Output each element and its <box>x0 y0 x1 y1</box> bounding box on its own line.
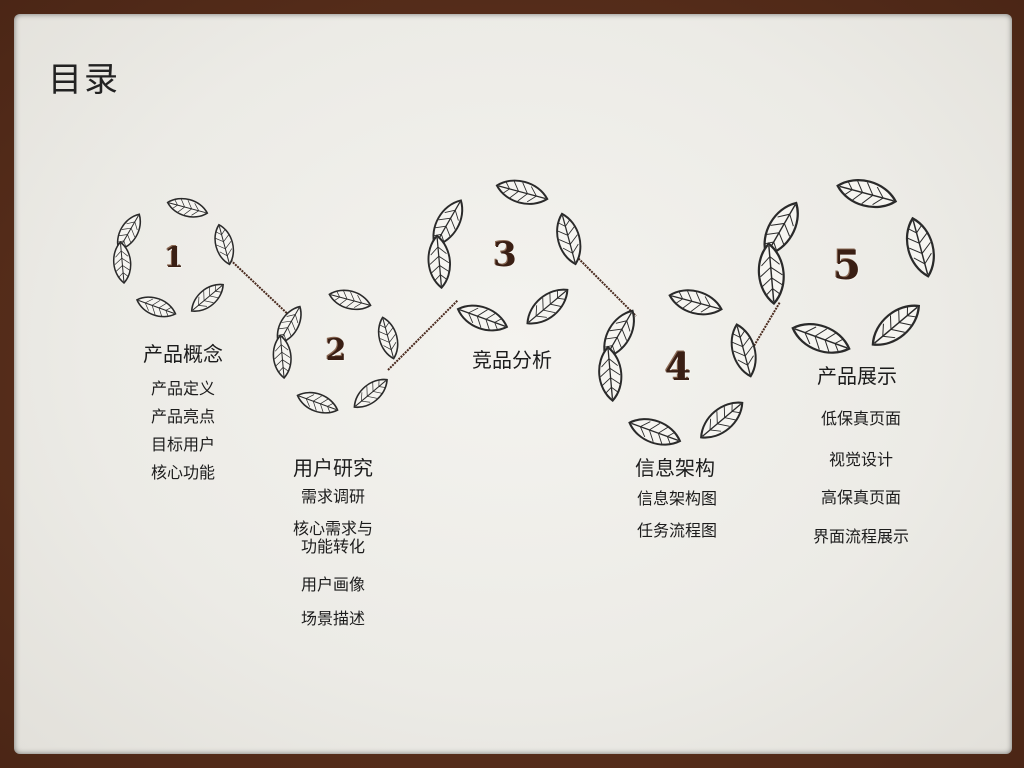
section-number-1: 1 <box>164 240 184 274</box>
leaf-icon <box>833 172 901 215</box>
section-number-5: 5 <box>833 242 861 290</box>
leaf-icon <box>185 277 230 319</box>
section-1-item: 目标用户 <box>150 435 216 454</box>
section-1-item: 核心功能 <box>150 463 216 482</box>
section-title-4: 信息架构 <box>635 456 715 480</box>
paper-background <box>14 14 1012 754</box>
section-5-item: 视觉设计 <box>828 450 894 469</box>
section-5-item: 低保真页面 <box>820 409 902 428</box>
leaf-icon <box>550 209 587 268</box>
leaf-icon <box>755 241 788 306</box>
section-title-3: 竞品分析 <box>472 348 552 372</box>
leaf-icon <box>164 193 211 223</box>
leaf-icon <box>519 280 576 333</box>
leaf-icon <box>425 233 454 290</box>
leaf-icon <box>209 221 239 268</box>
section-2-item: 场景描述 <box>300 609 366 628</box>
leaf-icon <box>624 411 685 453</box>
leaf-icon <box>293 386 342 420</box>
section-5-item: 高保真页面 <box>820 488 902 507</box>
leaf-icon <box>453 298 512 339</box>
leaf-icon <box>111 240 134 285</box>
section-2-item: 核心需求与 功能转化 <box>292 519 374 556</box>
section-title-1: 产品概念 <box>143 342 223 366</box>
leaf-icon <box>326 284 374 315</box>
leaf-icon <box>693 393 751 447</box>
section-4-item: 任务流程图 <box>636 521 718 540</box>
leaf-icon <box>373 314 404 362</box>
section-number-2: 2 <box>325 333 347 369</box>
section-title-2: 用户研究 <box>293 456 373 480</box>
section-4-item: 信息架构图 <box>636 489 718 508</box>
leaf-icon <box>863 295 928 356</box>
connector-line-1 <box>221 251 293 319</box>
page-title: 目录 <box>48 60 120 100</box>
section-title-5: 产品展示 <box>817 364 897 388</box>
section-1-item: 产品亮点 <box>150 407 216 426</box>
section-number-3: 3 <box>493 234 517 275</box>
leaf-icon <box>595 345 625 403</box>
section-2-item: 需求调研 <box>300 487 366 506</box>
leaf-rings <box>110 172 942 453</box>
connector-line-3 <box>569 249 637 317</box>
section-2-item: 用户画像 <box>300 575 366 594</box>
leaf-icon <box>665 283 726 322</box>
section-5-item: 界面流程展示 <box>812 527 910 546</box>
leaf-icon <box>133 291 180 323</box>
section-number-4: 4 <box>664 344 692 390</box>
leaf-icon <box>493 174 552 211</box>
leaf-icon <box>724 320 763 381</box>
section-1-item: 产品定义 <box>150 379 216 398</box>
leaf-icon <box>899 213 942 281</box>
leaf-icon <box>787 315 855 362</box>
leaf-icon <box>347 372 394 415</box>
leaf-icon <box>270 333 294 380</box>
connector-line-2 <box>387 299 459 371</box>
